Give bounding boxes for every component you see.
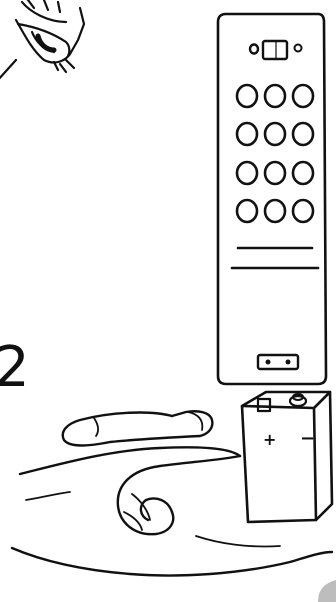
hand-illustration [12,411,332,575]
keypad-buttons [237,85,313,222]
eye-icon [0,0,84,80]
remote-control [218,14,326,384]
power-button-icon [250,45,258,54]
ir-window-icon [263,41,287,59]
step-number: 2 [0,340,30,396]
corner-shade [318,580,336,602]
battery-plus-label: + [263,432,276,448]
battery-icon [242,392,332,522]
connector-icon [258,355,298,369]
battery-minus-label: − [300,430,315,448]
